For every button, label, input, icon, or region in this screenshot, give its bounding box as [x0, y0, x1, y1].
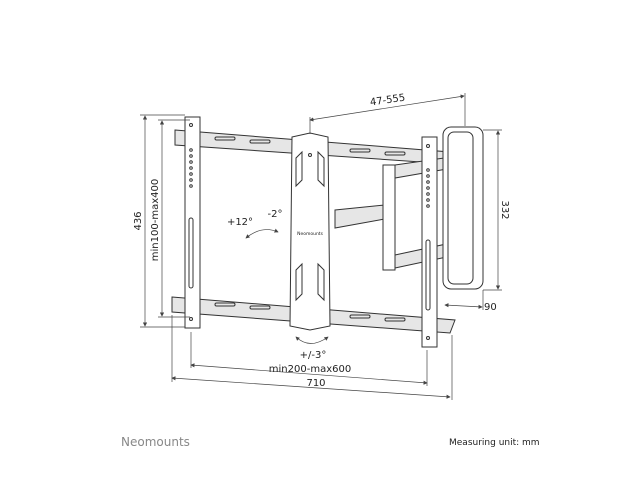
center-plate: Neomounts: [289, 132, 331, 331]
right-vertical-bar: [421, 136, 438, 348]
swivel-arrow: [295, 336, 329, 344]
svg-text:90: 90: [484, 302, 497, 313]
svg-text:min200-max600: min200-max600: [269, 364, 351, 375]
wall-plate: [442, 126, 484, 290]
svg-text:332: 332: [499, 200, 510, 219]
dimension-extension: 47-555: [309, 93, 466, 134]
tilt-up-label: +12°: [227, 217, 253, 228]
dimension-vesa-vertical: min100-max400: [150, 119, 190, 318]
svg-text:710: 710: [306, 378, 325, 389]
dimension-wall-plate-height: 332: [483, 129, 510, 291]
svg-text:436: 436: [133, 211, 144, 230]
tilt-arrow: [245, 228, 279, 239]
svg-text:47-555: 47-555: [369, 93, 406, 109]
dimension-wall-plate-width: 90: [444, 290, 497, 313]
svg-text:min100-max400: min100-max400: [150, 179, 161, 261]
left-vertical-bar: [184, 116, 201, 329]
dimension-total-height: 436: [133, 114, 185, 328]
measuring-unit-note: Measuring unit: mm: [449, 438, 540, 448]
brand-name: Neomounts: [121, 435, 190, 449]
dimension-total-width: 710: [171, 315, 453, 400]
plate-logo: Neomounts: [297, 231, 323, 237]
swivel-label: +/-3°: [300, 350, 327, 361]
tilt-down-label: -2°: [268, 209, 283, 220]
